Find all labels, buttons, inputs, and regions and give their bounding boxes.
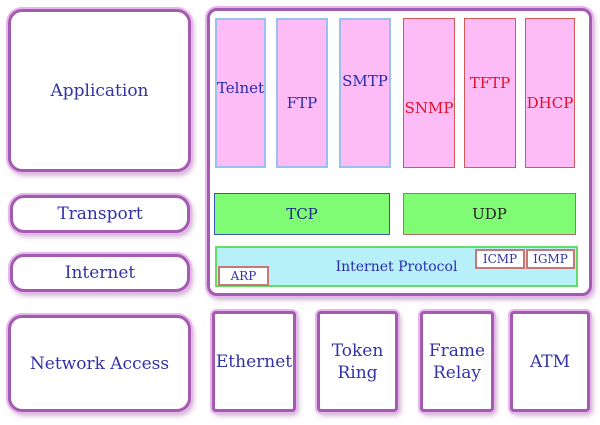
- protocol-dhcp-label: DHCP: [526, 94, 574, 112]
- protocol-telnet: Telnet: [215, 18, 266, 168]
- protocol-tcp: TCP: [214, 193, 390, 235]
- protocol-smtp: SMTP: [339, 18, 391, 168]
- protocol-igmp: IGMP: [526, 249, 575, 269]
- network-access-layer: Network Access: [8, 315, 191, 412]
- network-token-ring-line-1: Token: [331, 340, 384, 361]
- protocol-ftp-label: FTP: [286, 94, 318, 112]
- protocol-icmp: ICMP: [475, 249, 525, 269]
- transport-layer-label: Transport: [57, 204, 143, 224]
- internet-layer: Internet: [10, 254, 190, 292]
- network-atm-label: ATM: [529, 351, 571, 372]
- network-frame-relay: Frame Relay: [420, 311, 494, 412]
- transport-layer: Transport: [10, 195, 190, 233]
- application-layer-label: Application: [50, 80, 149, 101]
- protocol-udp: UDP: [403, 193, 576, 235]
- protocol-icmp-label: ICMP: [482, 252, 518, 266]
- protocol-tftp: TFTP: [464, 18, 516, 168]
- network-frame-relay-line-2: Relay: [432, 362, 482, 383]
- protocol-ftp: FTP: [276, 18, 328, 168]
- protocol-tcp-label: TCP: [286, 205, 318, 223]
- protocol-arp-label: ARP: [230, 269, 257, 283]
- protocol-igmp-label: IGMP: [533, 252, 568, 266]
- protocol-arp: ARP: [218, 266, 269, 286]
- network-frame-relay-line-1: Frame: [428, 340, 486, 361]
- protocol-udp-label: UDP: [472, 205, 507, 223]
- protocol-telnet-label: Telnet: [216, 79, 265, 97]
- network-ethernet: Ethernet: [212, 311, 296, 412]
- protocol-snmp: SNMP: [403, 18, 455, 168]
- network-token-ring-line-2: Ring: [337, 362, 378, 383]
- network-atm: ATM: [510, 311, 590, 412]
- network-access-layer-label: Network Access: [29, 353, 170, 374]
- protocol-snmp-label: SNMP: [404, 99, 454, 117]
- protocol-tftp-label: TFTP: [469, 74, 511, 92]
- internet-layer-label: Internet: [64, 263, 136, 283]
- protocol-smtp-label: SMTP: [342, 71, 388, 90]
- protocol-dhcp: DHCP: [525, 18, 575, 168]
- protocol-internet-protocol-label: Internet Protocol: [335, 258, 458, 275]
- application-layer: Application: [8, 9, 191, 172]
- network-ethernet-label: Ethernet: [215, 351, 293, 372]
- network-token-ring: Token Ring: [317, 311, 398, 412]
